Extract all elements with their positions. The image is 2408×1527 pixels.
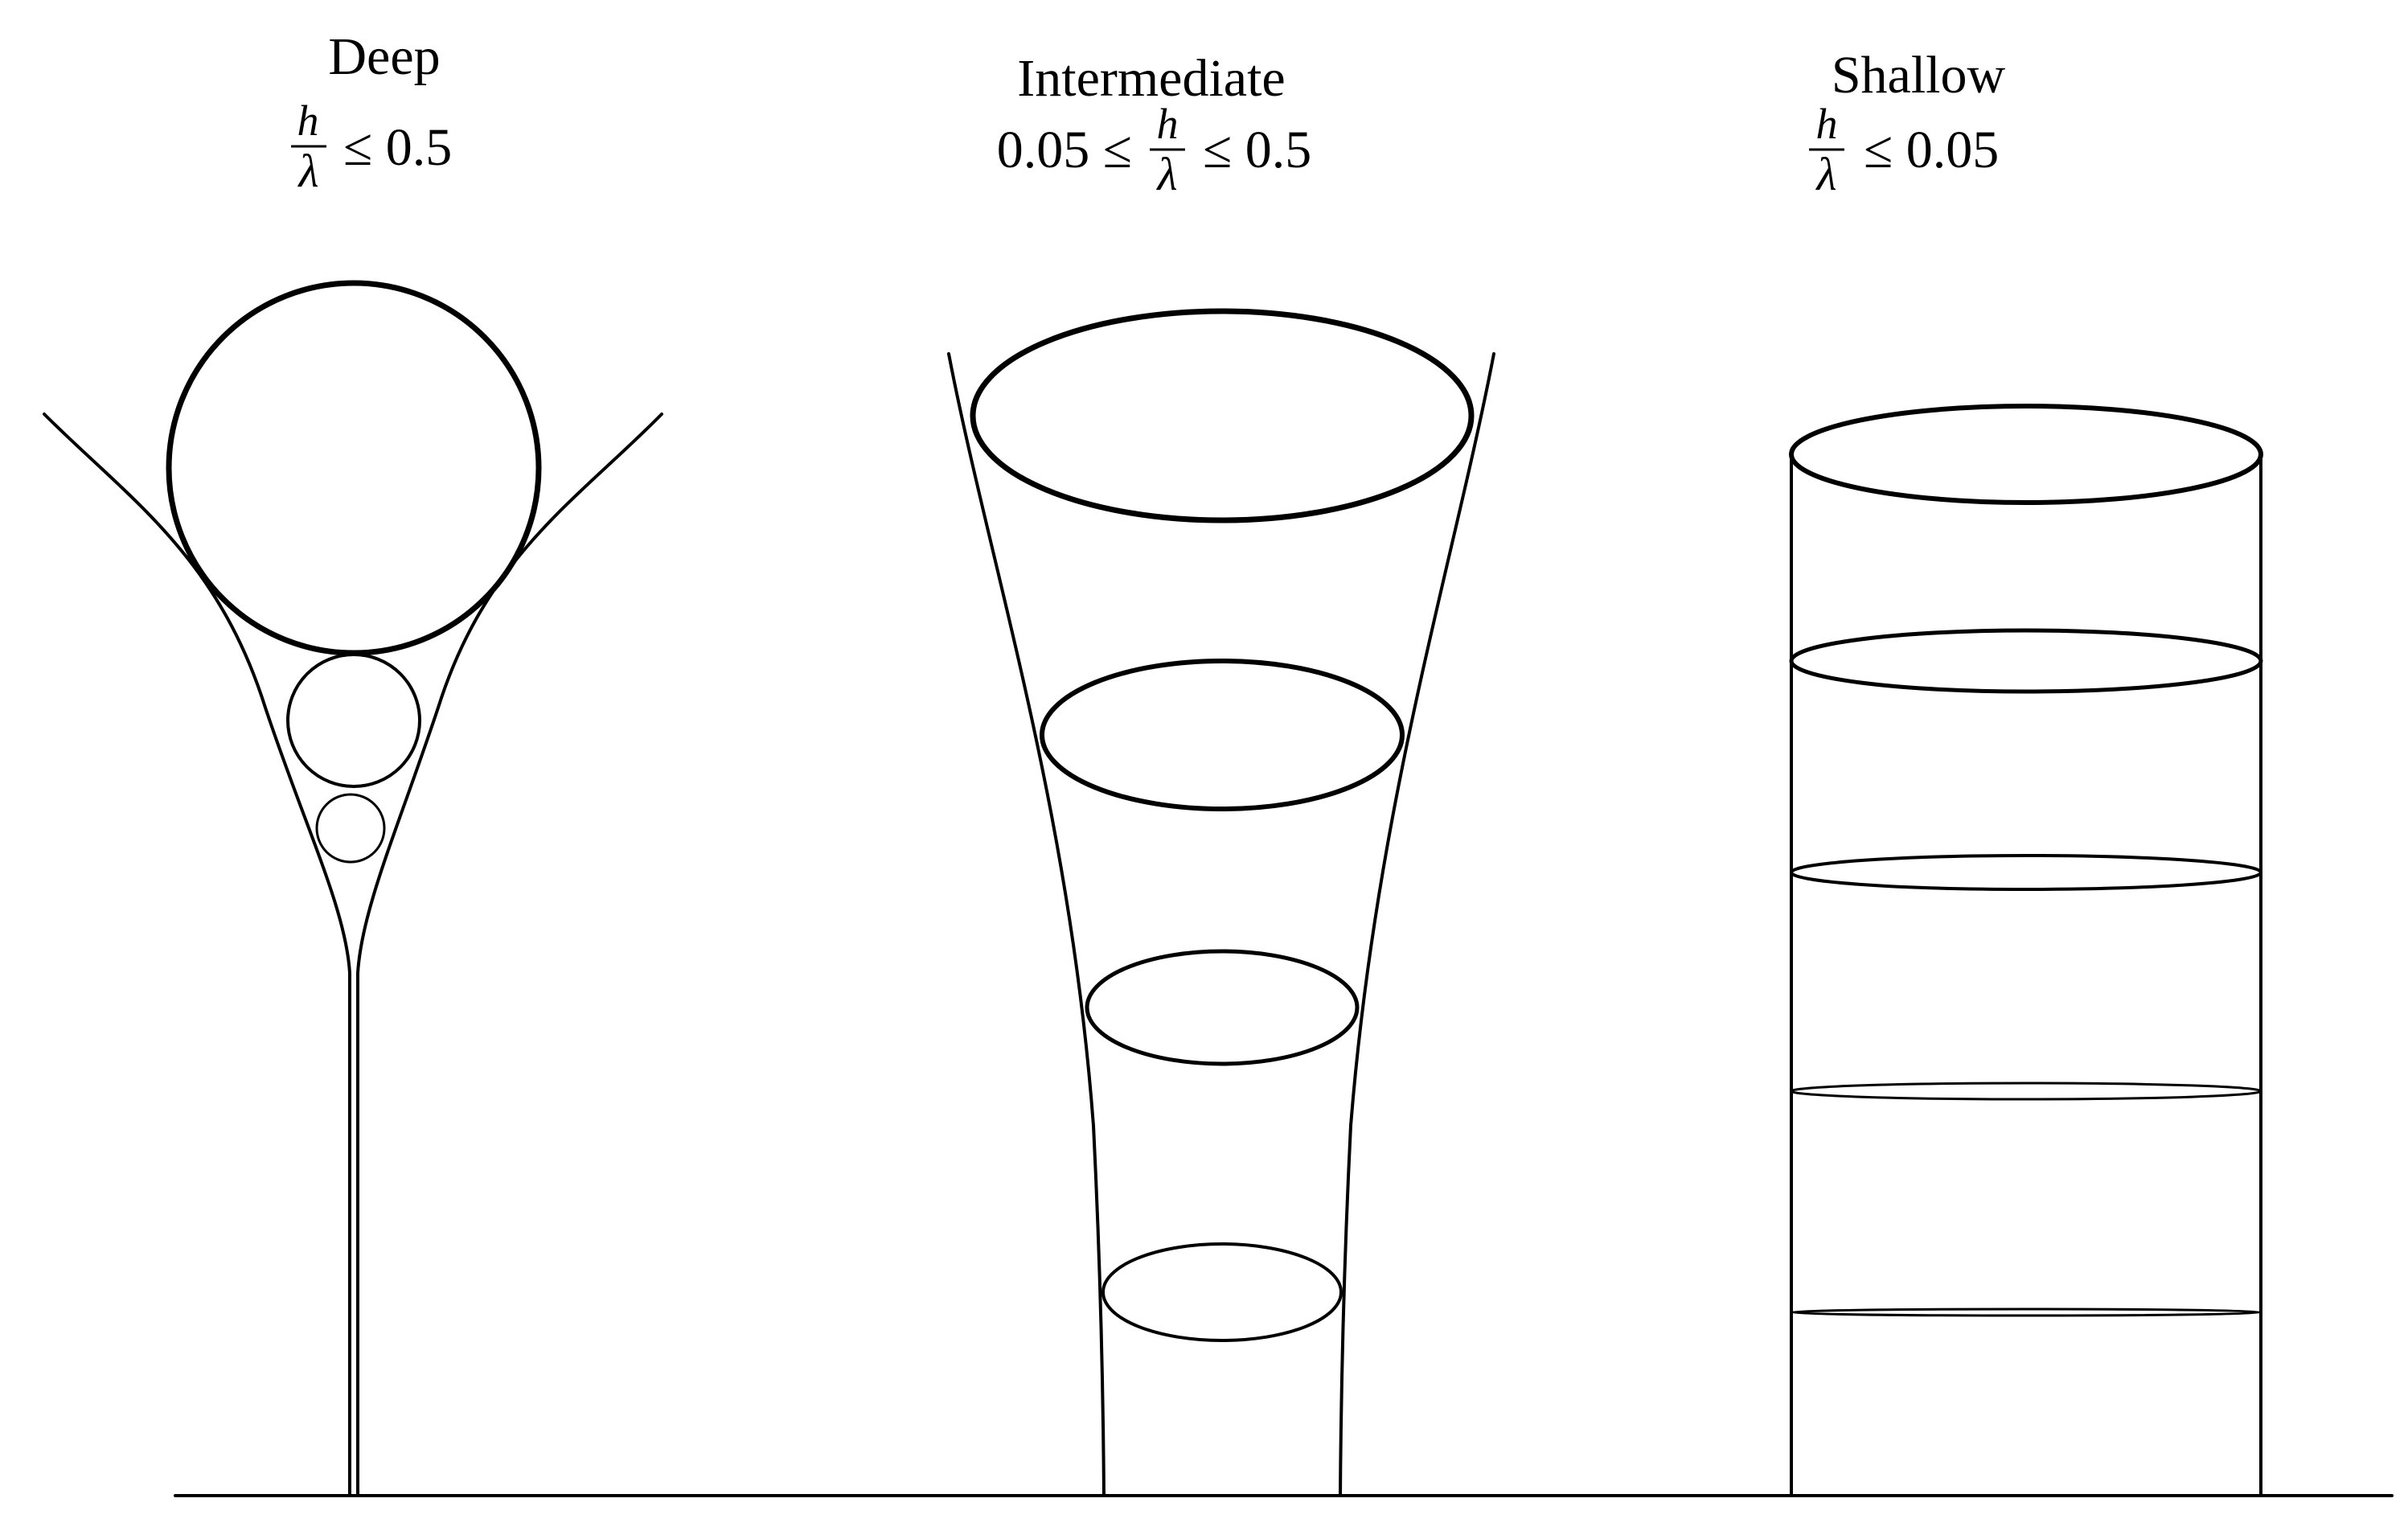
deep-orbit-large	[166, 280, 542, 656]
intermediate-fraction-numerator: h	[1157, 100, 1179, 148]
shallow-orbit-1	[1789, 404, 2263, 505]
intermediate-condition-suffix: ≤ 0.5	[1203, 121, 1311, 179]
shallow-orbit-4	[1790, 1082, 2262, 1101]
shallow-label: Shallow h λ ≤ 0.05	[1809, 46, 2006, 200]
deep-fraction-numerator: h	[297, 96, 319, 145]
deep-water-illustration	[43, 280, 663, 1497]
intermediate-title: Intermediate	[1017, 49, 1285, 108]
deep-title: Deep	[328, 27, 440, 86]
shallow-fraction-denominator: λ	[1815, 148, 1836, 200]
deep-orbit-small	[315, 793, 386, 864]
intermediate-orbit-1	[970, 308, 1475, 523]
intermediate-fraction-denominator: λ	[1155, 148, 1177, 200]
deep-condition: ≤ 0.5	[343, 118, 452, 177]
intermediate-orbit-3	[1085, 949, 1360, 1066]
intermediate-label: Intermediate 0.05 ≤ h λ ≤ 0.5	[997, 49, 1311, 200]
shallow-title: Shallow	[1832, 46, 2006, 105]
deep-label: Deep h λ ≤ 0.5	[291, 27, 452, 197]
intermediate-orbit-4	[1101, 1242, 1343, 1342]
shallow-orbit-2	[1789, 628, 2263, 694]
deep-right-boundary	[356, 413, 663, 1497]
deep-orbit-medium	[286, 653, 421, 788]
deep-left-boundary	[43, 413, 351, 1497]
shallow-orbit-5	[1790, 1307, 2262, 1317]
deep-fraction-denominator: λ	[297, 145, 318, 197]
shallow-fraction-numerator: h	[1816, 100, 1838, 148]
intermediate-left-boundary	[947, 352, 1106, 1497]
shallow-orbit-3	[1790, 854, 2262, 891]
intermediate-orbit-2	[1040, 659, 1405, 811]
intermediate-right-boundary	[1339, 352, 1495, 1497]
intermediate-condition-prefix: 0.05 ≤	[997, 121, 1132, 179]
shallow-condition: ≤ 0.05	[1864, 121, 1999, 179]
shallow-water-illustration	[1789, 404, 2263, 1497]
intermediate-water-illustration	[947, 308, 1495, 1497]
